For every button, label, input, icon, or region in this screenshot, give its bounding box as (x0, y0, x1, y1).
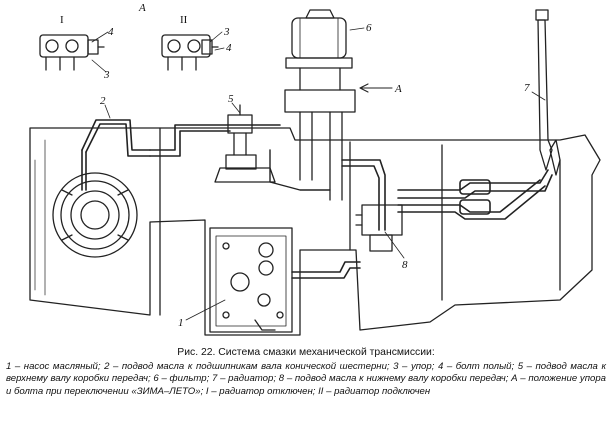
label-variant-2: II (180, 14, 188, 26)
bearing-housing (52, 172, 138, 258)
label-variant-1: I (60, 14, 64, 26)
caption-legend: 1 – насос масляный; 2 – подвод масла к п… (6, 361, 606, 397)
transmission-housing (29, 127, 601, 336)
figure-caption: Рис. 22. Система смазки механической тра… (6, 347, 606, 398)
fitting-upper-shaft (214, 104, 276, 183)
label-4b: 4 (226, 42, 232, 54)
pipe-bearing-oil-feed (81, 119, 281, 191)
label-8: 8 (402, 259, 408, 271)
radiator-pipes (341, 159, 553, 231)
leader-lines (91, 27, 546, 321)
pipe-upper-shaft (269, 149, 331, 191)
label-view-a: A (138, 2, 146, 14)
transmission-lubrication-diagram: A I II A 1 2 3 4 3 4 5 6 7 8 (29, 2, 601, 336)
oil-pump (209, 227, 361, 333)
detail-view-radiator-on (161, 34, 219, 71)
label-7: 7 (524, 82, 530, 94)
radiator (535, 9, 561, 176)
label-5: 5 (228, 93, 234, 105)
label-2: 2 (100, 95, 106, 107)
oil-distribution-block (355, 204, 403, 252)
label-arrow-a: A (394, 83, 402, 95)
label-3b: 3 (223, 26, 230, 38)
label-6: 6 (366, 22, 372, 34)
view-arrow-a (359, 83, 393, 93)
caption-title: Рис. 22. Система смазки механической тра… (177, 347, 435, 358)
detail-view-radiator-off (39, 34, 105, 71)
label-3a: 3 (103, 69, 110, 81)
diagram-drawing: A I II A 1 2 3 4 3 4 5 6 7 8 (29, 2, 601, 336)
housing-bolt-line (34, 139, 46, 296)
oil-filter (284, 9, 356, 201)
label-4a: 4 (108, 26, 114, 38)
label-1: 1 (178, 317, 184, 329)
